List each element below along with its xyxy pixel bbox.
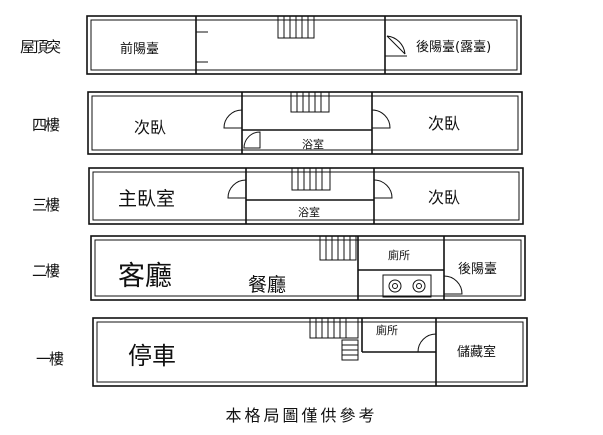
room-front-balcony: 前陽臺	[120, 42, 160, 57]
floor-2-outline	[90, 235, 526, 301]
disclaimer-caption: 本格局圖僅供參考	[225, 406, 378, 425]
room-secondary-bedroom-left: 次臥	[134, 118, 167, 137]
floor-label-2f: 二樓	[32, 262, 60, 280]
floor-roof-outline	[86, 15, 522, 75]
floor-3-outline	[88, 167, 524, 225]
floor-label-4f: 四樓	[32, 116, 60, 134]
floor-label-3f: 三樓	[32, 196, 60, 214]
floor-4-outline	[87, 91, 523, 155]
room-garage: 停車	[128, 342, 176, 370]
room-toilet-2f: 廁所	[388, 249, 410, 262]
room-dining-room: 餐廳	[248, 274, 287, 296]
room-bathroom-4f: 浴室	[302, 138, 324, 151]
room-living-room: 客廳	[118, 261, 172, 292]
floor-label-1f: 一樓	[36, 350, 64, 368]
room-back-balcony-terrace: 後陽臺(露臺)	[416, 40, 492, 55]
room-bathroom-3f: 浴室	[298, 206, 320, 219]
room-master-bedroom: 主臥室	[118, 188, 176, 210]
room-secondary-bedroom-3f: 次臥	[428, 188, 461, 207]
room-secondary-bedroom-right: 次臥	[428, 114, 461, 133]
room-toilet-1f: 廁所	[376, 324, 398, 337]
room-back-balcony-2f: 後陽臺	[458, 262, 498, 277]
room-storage: 儲藏室	[457, 345, 497, 360]
floor-1-outline	[92, 317, 528, 387]
floor-label-roof: 屋頂突	[20, 38, 61, 56]
